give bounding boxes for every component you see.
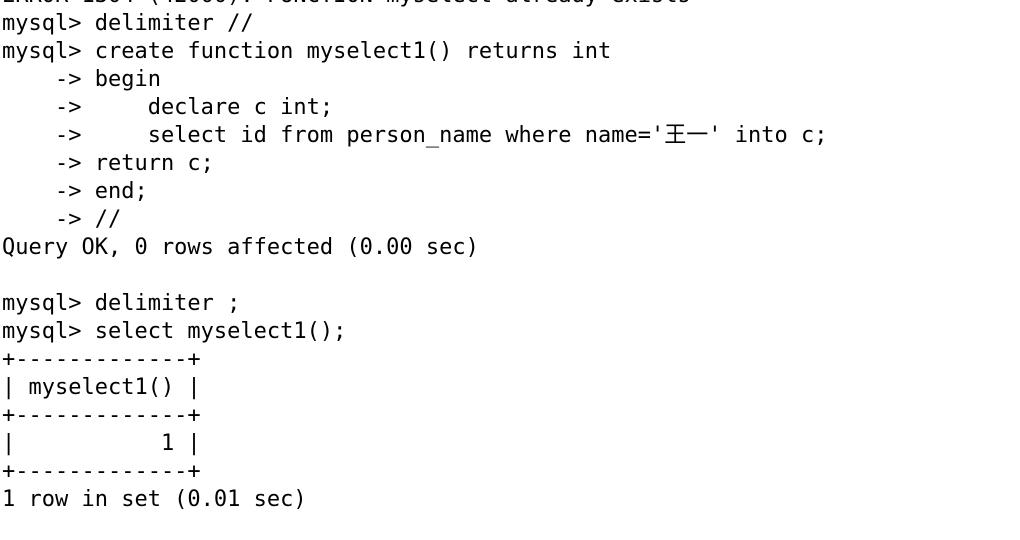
terminal-line-return: -> return c; [2,151,214,176]
result-table-border-mid: +-------------+ [2,403,201,428]
terminal-line-slashes: -> // [2,207,122,232]
terminal-line-declare: -> declare c int; [2,95,334,120]
result-table-border-top: +-------------+ [2,347,201,372]
terminal-line-select-into: -> select id from person_name where name… [2,123,828,148]
result-table-row: | 1 | [2,431,201,456]
terminal-line-blank [2,262,1020,290]
terminal-line-delimiter-semicolon: mysql> delimiter ; [2,291,241,316]
terminal-line-begin: -> begin [2,67,161,92]
result-table-header: | myselect1() | [2,375,201,400]
terminal-line-row-count: 1 row in set (0.01 sec) [2,487,307,512]
terminal-line-delimiter-slashes: mysql> delimiter // [2,11,254,36]
terminal-line-create-function: mysql> create function myselect1() retur… [2,39,612,64]
terminal-line-query-ok: Query OK, 0 rows affected (0.00 sec) [2,235,479,260]
result-table-border-bottom: +-------------+ [2,459,201,484]
terminal-line-select-call: mysql> select myselect1(); [2,319,347,344]
terminal-line-error: ERROR 1304 (42000): FUNCTION myselect al… [2,0,1020,10]
terminal-line-end: -> end; [2,179,148,204]
